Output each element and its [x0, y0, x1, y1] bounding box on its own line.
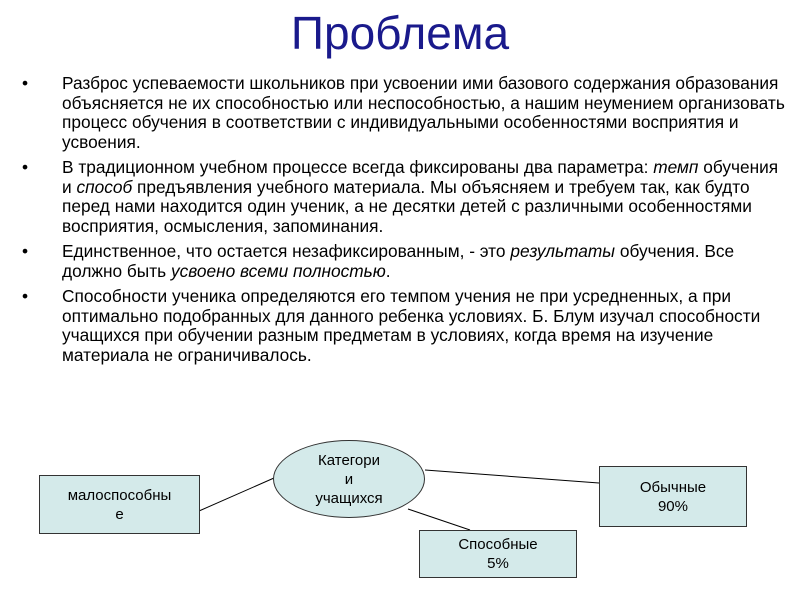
diagram-node-low-ability: малоспособны е: [39, 475, 200, 534]
bullet-2-italic-method: способ: [76, 176, 133, 197]
bullet-3-italic-learned: усвоено всеми полностью: [170, 260, 386, 281]
bullet-3-text-a: Единственное, что остается незафиксирова…: [62, 241, 511, 261]
connector-bottom: [407, 508, 471, 531]
bullet-list: Разброс успеваемости школьников при усво…: [20, 73, 792, 371]
ordinary-label: Обычные 90%: [639, 478, 707, 515]
low-ability-label: малоспособны е: [67, 486, 172, 523]
bullet-item-4: Способности ученика определяются его тем…: [20, 286, 792, 365]
bullet-2-text-a: В традиционном учебном процессе всегда ф…: [62, 157, 654, 177]
bullet-3-italic-results: результаты: [510, 241, 616, 261]
center-node-label: Категори и учащихся: [315, 451, 383, 507]
slide-title: Проблема: [290, 7, 510, 59]
bullet-item-2: В традиционном учебном процессе всегда ф…: [20, 157, 792, 236]
bullet-2-italic-tempo: темп: [653, 157, 699, 177]
connector-right: [424, 469, 600, 484]
diagram-node-able: Способные 5%: [419, 530, 577, 578]
bullet-3-text-c: .: [385, 260, 391, 281]
connector-left: [198, 477, 275, 512]
bullet-2-text-b: обучения и: [62, 157, 779, 197]
diagram-node-ordinary: Обычные 90%: [599, 466, 747, 527]
bullet-3-text-b: обучения. Все должно быть: [62, 241, 735, 281]
bullet-2-text-c: предъявления учебного материала. Мы объя…: [62, 176, 752, 236]
diagram-center-node: Категори и учащихся: [273, 440, 425, 518]
able-label: Способные 5%: [458, 536, 538, 572]
bullet-item-1: Разброс успеваемости школьников при усво…: [20, 73, 792, 152]
bullet-item-3: Единственное, что остается незафиксирова…: [20, 241, 792, 281]
